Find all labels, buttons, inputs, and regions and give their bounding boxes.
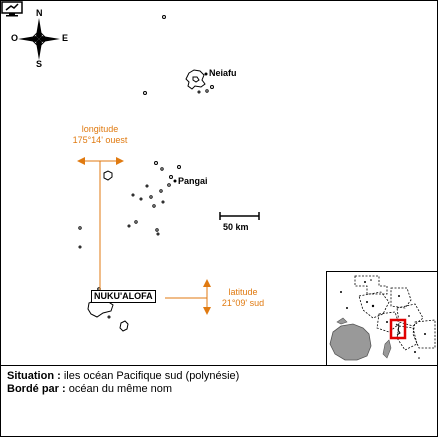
situation-value: iles océan Pacifique sud (polynésie) bbox=[60, 370, 240, 382]
place-nukualofa: NUKU'ALOFA bbox=[91, 290, 156, 303]
latitude-line1: latitude bbox=[228, 287, 258, 297]
place-neiafu: Neiafu bbox=[209, 68, 237, 78]
tonga-highlight-box bbox=[389, 318, 407, 340]
longitude-line1: longitude bbox=[81, 124, 119, 134]
pangai-marker bbox=[173, 179, 177, 183]
latitude-label: latitude 21°09' sud bbox=[213, 287, 273, 309]
map-area: N S E O Neiafu Pangai NUKU'ALOFA 50 km l… bbox=[1, 1, 437, 365]
inset-islands bbox=[340, 279, 426, 359]
locator-map bbox=[329, 275, 436, 361]
longitude-indicator bbox=[77, 157, 124, 297]
info-panel: Situation : iles océan Pacifique sud (po… bbox=[1, 365, 437, 437]
island-group-haapai bbox=[78, 161, 181, 249]
compass-east: E bbox=[62, 33, 69, 43]
compass-rose-icon bbox=[18, 18, 60, 60]
compass-south: S bbox=[36, 59, 43, 69]
borders-value: océan du même nom bbox=[65, 383, 173, 395]
tonga-locator-islands bbox=[395, 323, 401, 336]
situation-label: Situation : bbox=[7, 370, 61, 382]
longitude-label: longitude 175°14' ouest bbox=[61, 124, 139, 146]
longitude-line2: 175°14' ouest bbox=[72, 135, 128, 145]
australia-landmass bbox=[329, 323, 372, 361]
new-zealand-landmass bbox=[382, 339, 392, 359]
new-guinea-landmass bbox=[336, 317, 348, 325]
monitor-icon[interactable] bbox=[1, 1, 23, 17]
borders-row: Bordé par : océan du même nom bbox=[7, 383, 172, 395]
latitude-indicator bbox=[165, 279, 211, 315]
place-pangai: Pangai bbox=[178, 176, 208, 186]
borders-label: Bordé par : bbox=[7, 383, 66, 395]
compass-west: O bbox=[11, 33, 19, 43]
scale-bar bbox=[219, 212, 260, 220]
compass-north: N bbox=[36, 8, 43, 18]
island-group-vavau bbox=[143, 15, 214, 95]
latitude-line2: 21°09' sud bbox=[221, 298, 265, 308]
locator-inset bbox=[326, 271, 437, 365]
situation-row: Situation : iles océan Pacifique sud (po… bbox=[7, 370, 239, 382]
map-canvas bbox=[18, 15, 260, 332]
scale-label: 50 km bbox=[223, 222, 249, 232]
neiafu-marker bbox=[204, 72, 208, 76]
